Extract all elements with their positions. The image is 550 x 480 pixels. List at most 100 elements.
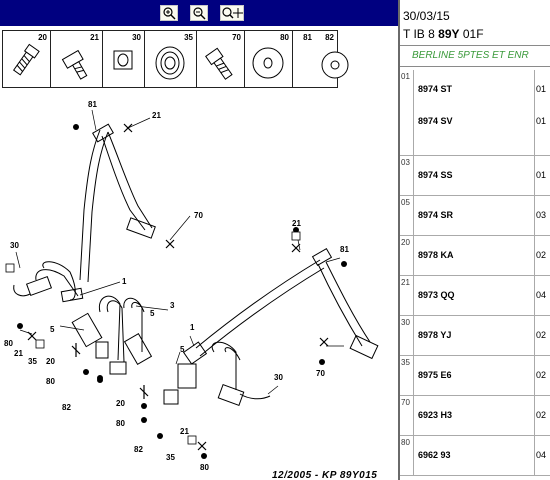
zoom-in-button[interactable] [160, 5, 178, 21]
parts-table-row[interactable]: 80 6962 93 04 [400, 436, 550, 476]
callout-label: 1 [122, 277, 127, 286]
callout-label: 35 [28, 357, 37, 366]
row-index-cell: 70 [400, 396, 414, 435]
part-cell[interactable]: 80 [245, 31, 293, 87]
row-index-cell: 35 [400, 356, 414, 395]
part-quantity: 01 [536, 84, 547, 94]
part-code[interactable]: 8974 ST [418, 84, 453, 94]
part-cell[interactable]: 30 [103, 31, 145, 87]
part-quantity: 01 [536, 116, 547, 126]
parts-table-row[interactable]: 35 8975 E6 02 [400, 356, 550, 396]
row-qty-cell [534, 156, 550, 195]
part-quantity: 02 [536, 370, 547, 380]
row-qty-cell [534, 236, 550, 275]
diagram-reference-code: 12/2005 - KP 89Y015 [272, 470, 378, 480]
part-quantity: 02 [536, 330, 547, 340]
callout-label: 82 [62, 403, 71, 412]
row-index: 01 [401, 72, 410, 81]
zoom-out-button[interactable] [190, 5, 208, 21]
part-quantity: 02 [536, 410, 547, 420]
part-cell[interactable]: 20 [3, 31, 51, 87]
parts-table-row[interactable]: 70 6923 H3 02 [400, 396, 550, 436]
catalog-reference: T IB 8 89Y 01F [403, 27, 484, 41]
row-index: 05 [401, 198, 410, 207]
row-index-cell: 03 [400, 156, 414, 195]
washer-icon [321, 51, 349, 79]
row-index-cell: 30 [400, 316, 414, 355]
callout-label: 21 [292, 219, 301, 228]
callout-label: 20 [116, 399, 125, 408]
bolt-icon [12, 43, 40, 76]
row-index: 03 [401, 158, 410, 167]
part-cell[interactable]: 81 [293, 31, 315, 87]
callout-label: 80 [4, 339, 13, 348]
part-cell[interactable]: 21 [51, 31, 103, 87]
zoom-fit-button[interactable] [220, 5, 244, 21]
part-code[interactable]: 6962 93 [418, 450, 451, 460]
bushing-icon [155, 46, 185, 80]
row-qty-cell [534, 356, 550, 395]
ref-model: 89Y [438, 27, 460, 41]
part-cell[interactable]: 70 [197, 31, 245, 87]
callout-label: 80 [200, 463, 209, 472]
parts-table-row[interactable]: 03 8974 SS 01 [400, 156, 550, 196]
part-code[interactable]: 8975 E6 [418, 370, 452, 380]
part-number: 21 [90, 33, 99, 42]
zoom-out-icon [193, 7, 206, 20]
callout-label: 30 [274, 373, 283, 382]
diagram-toolbar [0, 0, 398, 26]
callout-label: 3 [170, 301, 175, 310]
parts-table-row[interactable]: 20 8978 KA 02 [400, 236, 550, 276]
part-code[interactable]: 8978 KA [418, 250, 454, 260]
part-number: 30 [132, 33, 141, 42]
row-index-cell: 21 [400, 276, 414, 315]
part-code[interactable]: 8973 QQ [418, 290, 455, 300]
part-number: 82 [325, 33, 334, 42]
row-index: 21 [401, 278, 410, 287]
part-quantity: 02 [536, 250, 547, 260]
pane-splitter[interactable] [398, 0, 400, 480]
part-number: 80 [280, 33, 289, 42]
spacer-icon [113, 50, 133, 70]
callout-label: 1 [190, 323, 195, 332]
callout-label: 5 [150, 309, 155, 318]
diagram-pane: 20 21 30 35 70 [0, 0, 398, 480]
part-cell[interactable]: 82 [315, 31, 349, 87]
part-cell[interactable]: 35 [145, 31, 197, 87]
part-code[interactable]: 8978 YJ [418, 330, 452, 340]
washer-icon [252, 47, 284, 79]
callout-label: 5 [50, 325, 55, 334]
part-code[interactable]: 8974 SR [418, 210, 454, 220]
callout-label: 30 [10, 241, 19, 250]
part-code[interactable]: 6923 H3 [418, 410, 453, 420]
row-qty-cell [534, 196, 550, 235]
callout-label: 81 [340, 245, 349, 254]
part-quantity: 01 [536, 170, 547, 180]
row-qty-cell [534, 70, 550, 155]
part-code[interactable]: 8974 SV [418, 116, 453, 126]
callout-label: 21 [180, 427, 189, 436]
callout-label: 20 [46, 357, 55, 366]
zoom-in-icon [163, 7, 176, 20]
parts-table-row[interactable]: 30 8978 YJ 02 [400, 316, 550, 356]
row-index-cell: 80 [400, 436, 414, 475]
hardware-parts-strip: 20 21 30 35 70 [2, 30, 349, 88]
part-quantity: 04 [536, 450, 547, 460]
callout-label: 35 [166, 453, 175, 462]
seat-belt-exploded-diagram[interactable]: 81 21 70 30 1 3 5 80 21 35 20 80 82 5 1 … [0, 90, 398, 475]
parts-table-row[interactable]: 01 8974 ST 01 8974 SV 01 [400, 70, 550, 156]
row-qty-cell [534, 276, 550, 315]
row-index-cell: 01 [400, 70, 414, 155]
row-index-cell: 20 [400, 236, 414, 275]
part-number: 81 [303, 33, 312, 42]
part-code[interactable]: 8974 SS [418, 170, 453, 180]
row-index: 80 [401, 438, 410, 447]
part-number: 35 [184, 33, 193, 42]
callout-label: 21 [152, 111, 161, 120]
row-qty-cell [534, 436, 550, 475]
version-header: BERLINE 5PTES ET ENR [400, 45, 550, 67]
row-index-cell: 05 [400, 196, 414, 235]
callout-label: 21 [14, 349, 23, 358]
